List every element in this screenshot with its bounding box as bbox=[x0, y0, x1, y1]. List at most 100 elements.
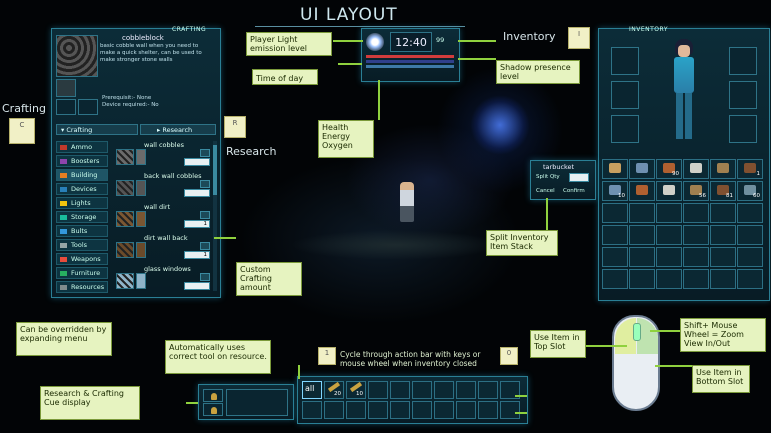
item-icon bbox=[663, 163, 675, 173]
recipe-scrollbar[interactable] bbox=[213, 141, 217, 291]
action-bar-slot[interactable] bbox=[500, 381, 520, 399]
split-confirm-button[interactable]: Confirm bbox=[563, 188, 585, 194]
inventory-slot[interactable] bbox=[656, 269, 682, 289]
category-resources[interactable]: Resources bbox=[56, 281, 108, 293]
action-bar-slot[interactable] bbox=[478, 401, 498, 419]
action-bar-slot[interactable] bbox=[302, 401, 322, 419]
split-cancel-button[interactable]: Cancel bbox=[536, 188, 555, 194]
action-bar-slot[interactable] bbox=[390, 381, 410, 399]
craft-amount-input[interactable]: 1 bbox=[184, 251, 210, 259]
inventory-slot[interactable] bbox=[656, 203, 682, 223]
craft-button[interactable] bbox=[200, 242, 210, 250]
category-devices[interactable]: Devices bbox=[56, 183, 108, 195]
inventory-slot[interactable]: 81 bbox=[710, 181, 736, 201]
inventory-slot[interactable] bbox=[656, 225, 682, 245]
action-bar-slot[interactable] bbox=[346, 401, 366, 419]
inventory-slot[interactable] bbox=[629, 225, 655, 245]
inventory-slot[interactable] bbox=[683, 203, 709, 223]
inventory-slot[interactable] bbox=[602, 159, 628, 179]
research-label: Research bbox=[226, 145, 277, 158]
category-furniture[interactable]: Furniture bbox=[56, 267, 108, 279]
action-bar-slot[interactable] bbox=[368, 381, 388, 399]
inventory-slot[interactable] bbox=[602, 247, 628, 267]
inventory-slot[interactable] bbox=[710, 247, 736, 267]
inventory-slot[interactable] bbox=[629, 181, 655, 201]
action-bar-slot[interactable] bbox=[456, 401, 476, 419]
inventory-slot[interactable] bbox=[656, 247, 682, 267]
inventory-slot[interactable] bbox=[710, 159, 736, 179]
inventory-slot[interactable]: 1 bbox=[737, 159, 763, 179]
category-tools[interactable]: Tools bbox=[56, 239, 108, 251]
category-building[interactable]: Building bbox=[56, 169, 108, 181]
inventory-slot[interactable] bbox=[656, 181, 682, 201]
equip-slot-legs[interactable] bbox=[611, 115, 639, 143]
craft-amount-input[interactable] bbox=[184, 189, 210, 197]
inventory-slot[interactable] bbox=[683, 159, 709, 179]
inventory-slot[interactable] bbox=[629, 247, 655, 267]
category-color-icon bbox=[60, 215, 67, 220]
callout-auto-tool: Automatically uses correct tool on resou… bbox=[165, 340, 271, 374]
inventory-slot[interactable]: 90 bbox=[656, 159, 682, 179]
inventory-slot[interactable]: 10 bbox=[602, 181, 628, 201]
inventory-slot[interactable] bbox=[602, 203, 628, 223]
scrollbar-thumb[interactable] bbox=[213, 145, 217, 195]
category-color-icon bbox=[60, 187, 67, 192]
inventory-slot[interactable] bbox=[710, 225, 736, 245]
split-qty-input[interactable] bbox=[569, 173, 589, 182]
craft-button[interactable] bbox=[200, 180, 210, 188]
category-weapons[interactable]: Weapons bbox=[56, 253, 108, 265]
inventory-slot[interactable] bbox=[710, 269, 736, 289]
lamp-icon bbox=[211, 393, 217, 400]
inventory-slot[interactable] bbox=[629, 269, 655, 289]
equip-slot-accessory[interactable] bbox=[729, 47, 757, 75]
action-bar-slot[interactable] bbox=[412, 381, 432, 399]
category-bults[interactable]: Bults bbox=[56, 225, 108, 237]
action-bar-slot[interactable] bbox=[456, 381, 476, 399]
inventory-slot[interactable] bbox=[737, 203, 763, 223]
category-boosters[interactable]: Boosters bbox=[56, 155, 108, 167]
equip-slot-accessory[interactable] bbox=[729, 81, 757, 109]
tab-research-label: Research bbox=[162, 126, 193, 134]
inventory-slot[interactable] bbox=[737, 247, 763, 267]
action-bar-slot[interactable]: 10 bbox=[346, 381, 366, 399]
craft-button[interactable] bbox=[200, 211, 210, 219]
equip-slot-body[interactable] bbox=[611, 81, 639, 109]
equip-slot-accessory[interactable] bbox=[729, 115, 757, 143]
inventory-slot[interactable] bbox=[629, 159, 655, 179]
inventory-slot[interactable] bbox=[683, 269, 709, 289]
category-lights[interactable]: Lights bbox=[56, 197, 108, 209]
action-bar-slot[interactable] bbox=[390, 401, 410, 419]
inventory-slot[interactable] bbox=[683, 225, 709, 245]
action-bar-slot[interactable]: all bbox=[302, 381, 322, 399]
inventory-slot[interactable] bbox=[629, 203, 655, 223]
inventory-slot[interactable] bbox=[710, 203, 736, 223]
action-bar-slot[interactable] bbox=[324, 401, 344, 419]
tab-crafting[interactable]: ▾ Crafting bbox=[56, 124, 138, 135]
craft-amount-input[interactable] bbox=[184, 282, 210, 290]
craft-button[interactable] bbox=[200, 273, 210, 281]
craft-amount-input[interactable]: 1 bbox=[184, 220, 210, 228]
inventory-slot[interactable] bbox=[737, 269, 763, 289]
category-label: Bults bbox=[71, 227, 88, 235]
equip-slot-head[interactable] bbox=[611, 47, 639, 75]
craft-amount-input[interactable] bbox=[184, 158, 210, 166]
inventory-slot[interactable] bbox=[602, 269, 628, 289]
action-bar-slot[interactable] bbox=[478, 381, 498, 399]
action-bar-slot[interactable]: 20 bbox=[324, 381, 344, 399]
inventory-slot[interactable] bbox=[683, 247, 709, 267]
craft-button[interactable] bbox=[200, 149, 210, 157]
inventory-slot[interactable]: 56 bbox=[683, 181, 709, 201]
action-bar-slot[interactable] bbox=[434, 401, 454, 419]
inventory-slot[interactable]: 60 bbox=[737, 181, 763, 201]
action-bar-slot[interactable] bbox=[500, 401, 520, 419]
inventory-slot[interactable] bbox=[737, 225, 763, 245]
category-storage[interactable]: Storage bbox=[56, 211, 108, 223]
callout-time-of-day: Time of day bbox=[252, 69, 318, 85]
action-bar-slot[interactable] bbox=[368, 401, 388, 419]
action-bar-slot[interactable] bbox=[412, 401, 432, 419]
category-ammo[interactable]: Ammo bbox=[56, 141, 108, 153]
tab-research[interactable]: ▸ Research bbox=[140, 124, 216, 135]
action-bar-slot[interactable] bbox=[434, 381, 454, 399]
inventory-slot[interactable] bbox=[602, 225, 628, 245]
